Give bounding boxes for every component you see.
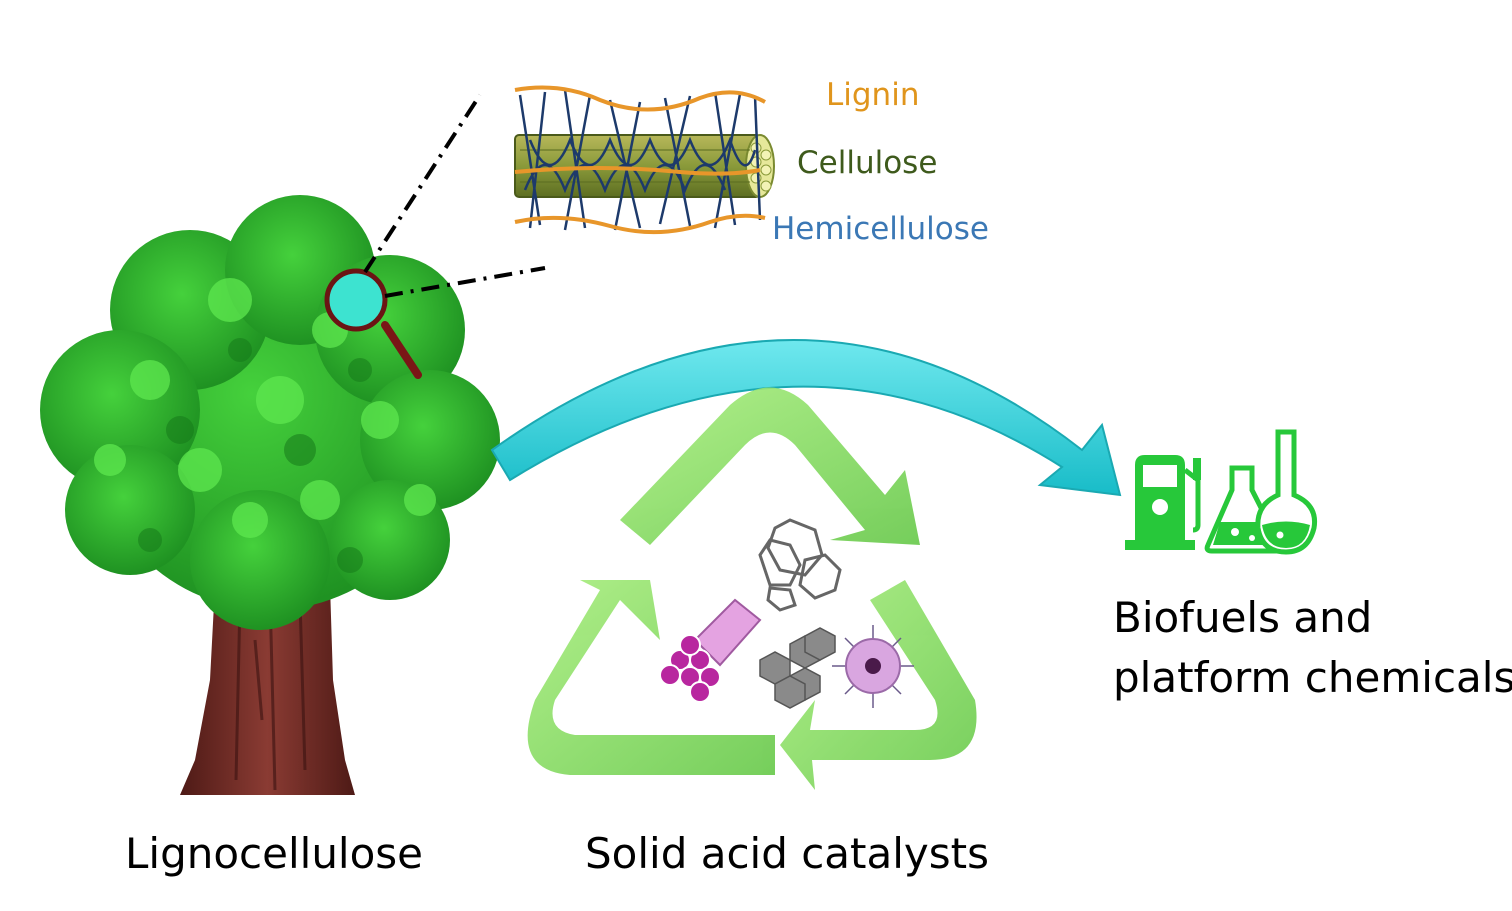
caption-products-line1: Biofuels and	[1113, 593, 1372, 642]
tree-illustration	[40, 195, 500, 795]
hemicellulose-strands	[518, 89, 762, 231]
lignin-label: Lignin	[826, 77, 919, 113]
zoom-lines	[363, 93, 546, 298]
caption-solid-acid-catalysts: Solid acid catalysts	[585, 829, 989, 878]
tree-trunk	[180, 585, 355, 795]
hemicellulose-label: Hemicellulose	[772, 211, 989, 247]
conversion-arrow	[490, 339, 1122, 497]
catalyst-structures	[659, 518, 914, 709]
caption-products-line2: platform chemicals	[1113, 653, 1512, 702]
caption-lignocellulose: Lignocellulose	[125, 829, 423, 878]
fuel-pump-icon	[1125, 455, 1201, 550]
lignin-strands	[514, 85, 766, 235]
tree-canopy	[40, 195, 500, 630]
lignocellulose-fiber	[514, 85, 775, 235]
zeolite-structure	[758, 518, 842, 612]
micelle-particle	[832, 625, 914, 708]
graphene-sheet	[759, 627, 836, 709]
cellulose-label: Cellulose	[797, 145, 937, 181]
recycle-icon	[527, 387, 977, 790]
mesoporous-silica	[659, 598, 762, 703]
magnifier-icon	[324, 268, 422, 379]
product-icons	[1125, 429, 1318, 555]
round-bottom-flask-icon	[1255, 429, 1318, 555]
